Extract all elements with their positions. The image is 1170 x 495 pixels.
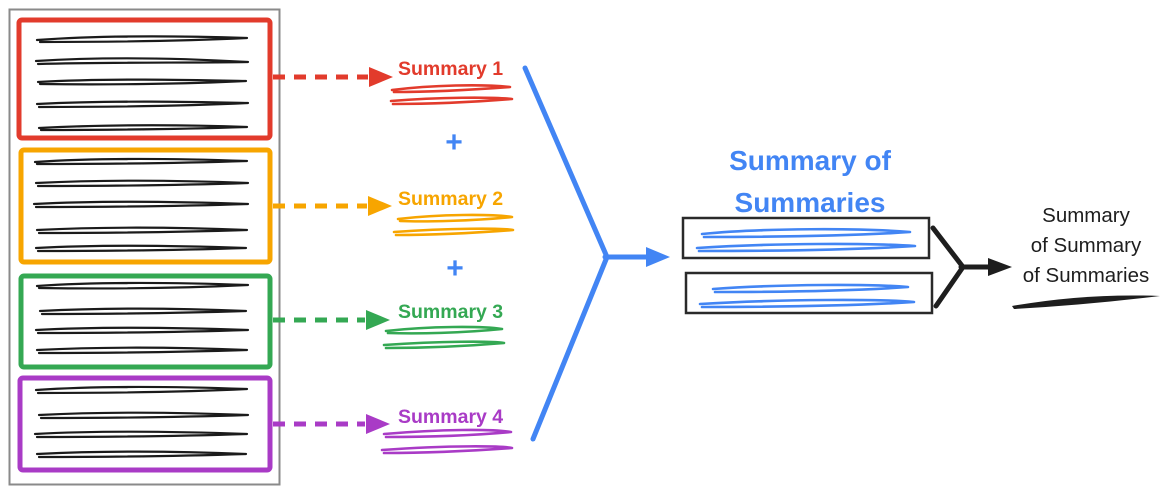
final-arrowhead [988, 258, 1012, 276]
merge-arrowhead [646, 247, 670, 267]
scribble-stroke [35, 35, 249, 44]
scribble-stroke [35, 226, 249, 235]
plus-sign-1: + [445, 126, 463, 159]
scribble-stroke [392, 227, 515, 237]
final-label-line-2: of Summary [1031, 234, 1142, 257]
summary-1-label: Summary 1 [398, 58, 503, 80]
final-bracket-top-arm [930, 225, 966, 270]
document-box-green [18, 273, 273, 370]
plus-sign-2: + [446, 252, 464, 285]
scribble-stroke [698, 298, 916, 309]
summary-4-label: Summary 4 [398, 406, 503, 428]
document-text-scribbles-orange [32, 157, 250, 253]
final-label-line-1: Summary [1042, 204, 1130, 227]
scribble-stroke [34, 326, 250, 335]
merge-lines [522, 65, 651, 442]
merge-title-line-1: Summary of [729, 145, 891, 176]
dashed-arrowhead-green [366, 310, 390, 330]
final-label-line-3: of Summaries [1023, 264, 1149, 287]
scribble-stroke [382, 428, 513, 439]
merge-line-bottom [530, 254, 610, 442]
document-box-orange [18, 147, 273, 265]
summary-2-scribbles [392, 213, 515, 237]
document-box-purple [17, 375, 273, 473]
scribble-stroke [38, 307, 248, 316]
scribble-stroke [389, 96, 514, 106]
scribble-stroke [380, 445, 514, 455]
summary-box-2-scribbles [698, 283, 916, 309]
summary-3-scribbles [382, 325, 506, 350]
final-label-scribble [1012, 295, 1160, 309]
document-text-scribbles-green [34, 281, 250, 355]
scribble-stroke [34, 179, 250, 188]
scribble-stroke [34, 244, 248, 253]
scribble-stroke [35, 450, 248, 459]
summary-4-scribbles [380, 428, 514, 455]
document-text-scribbles-red [34, 35, 250, 132]
scribble-stroke [382, 340, 506, 350]
scribble-stroke [32, 200, 250, 209]
scribble-stroke [37, 124, 249, 132]
scribble-stroke [711, 283, 910, 294]
scribble-stroke [34, 57, 250, 66]
scribble-stroke [390, 84, 512, 94]
scribble-stroke [35, 346, 249, 355]
final-merge-bracket [930, 225, 993, 309]
scribble-stroke [33, 157, 249, 166]
summary-2-label: Summary 2 [398, 188, 503, 210]
scribble-stroke [34, 385, 249, 395]
summary-box-1-scribbles [695, 227, 917, 253]
document-text-scribbles-purple [33, 385, 250, 459]
dashed-arrowhead-purple [366, 414, 390, 434]
summary-1-scribbles [389, 84, 514, 106]
final-bracket-bottom-arm [933, 264, 966, 309]
scribble-stroke [33, 430, 249, 439]
scribble-stroke [35, 100, 250, 109]
scribble-stroke [36, 78, 248, 86]
scribble-stroke [37, 411, 250, 420]
scribble-stroke [35, 281, 250, 290]
dashed-arrowhead-orange [368, 196, 392, 216]
document-box-red [16, 17, 273, 141]
dashed-arrowhead-red [369, 67, 393, 87]
scribble-stroke [700, 227, 912, 239]
merge-line-top [522, 65, 610, 260]
scribble-stroke [695, 242, 917, 253]
scribble-stroke [396, 213, 514, 223]
merge-title-line-2: Summaries [735, 187, 886, 218]
summary-3-label: Summary 3 [398, 301, 503, 323]
scribble-stroke [384, 325, 504, 335]
